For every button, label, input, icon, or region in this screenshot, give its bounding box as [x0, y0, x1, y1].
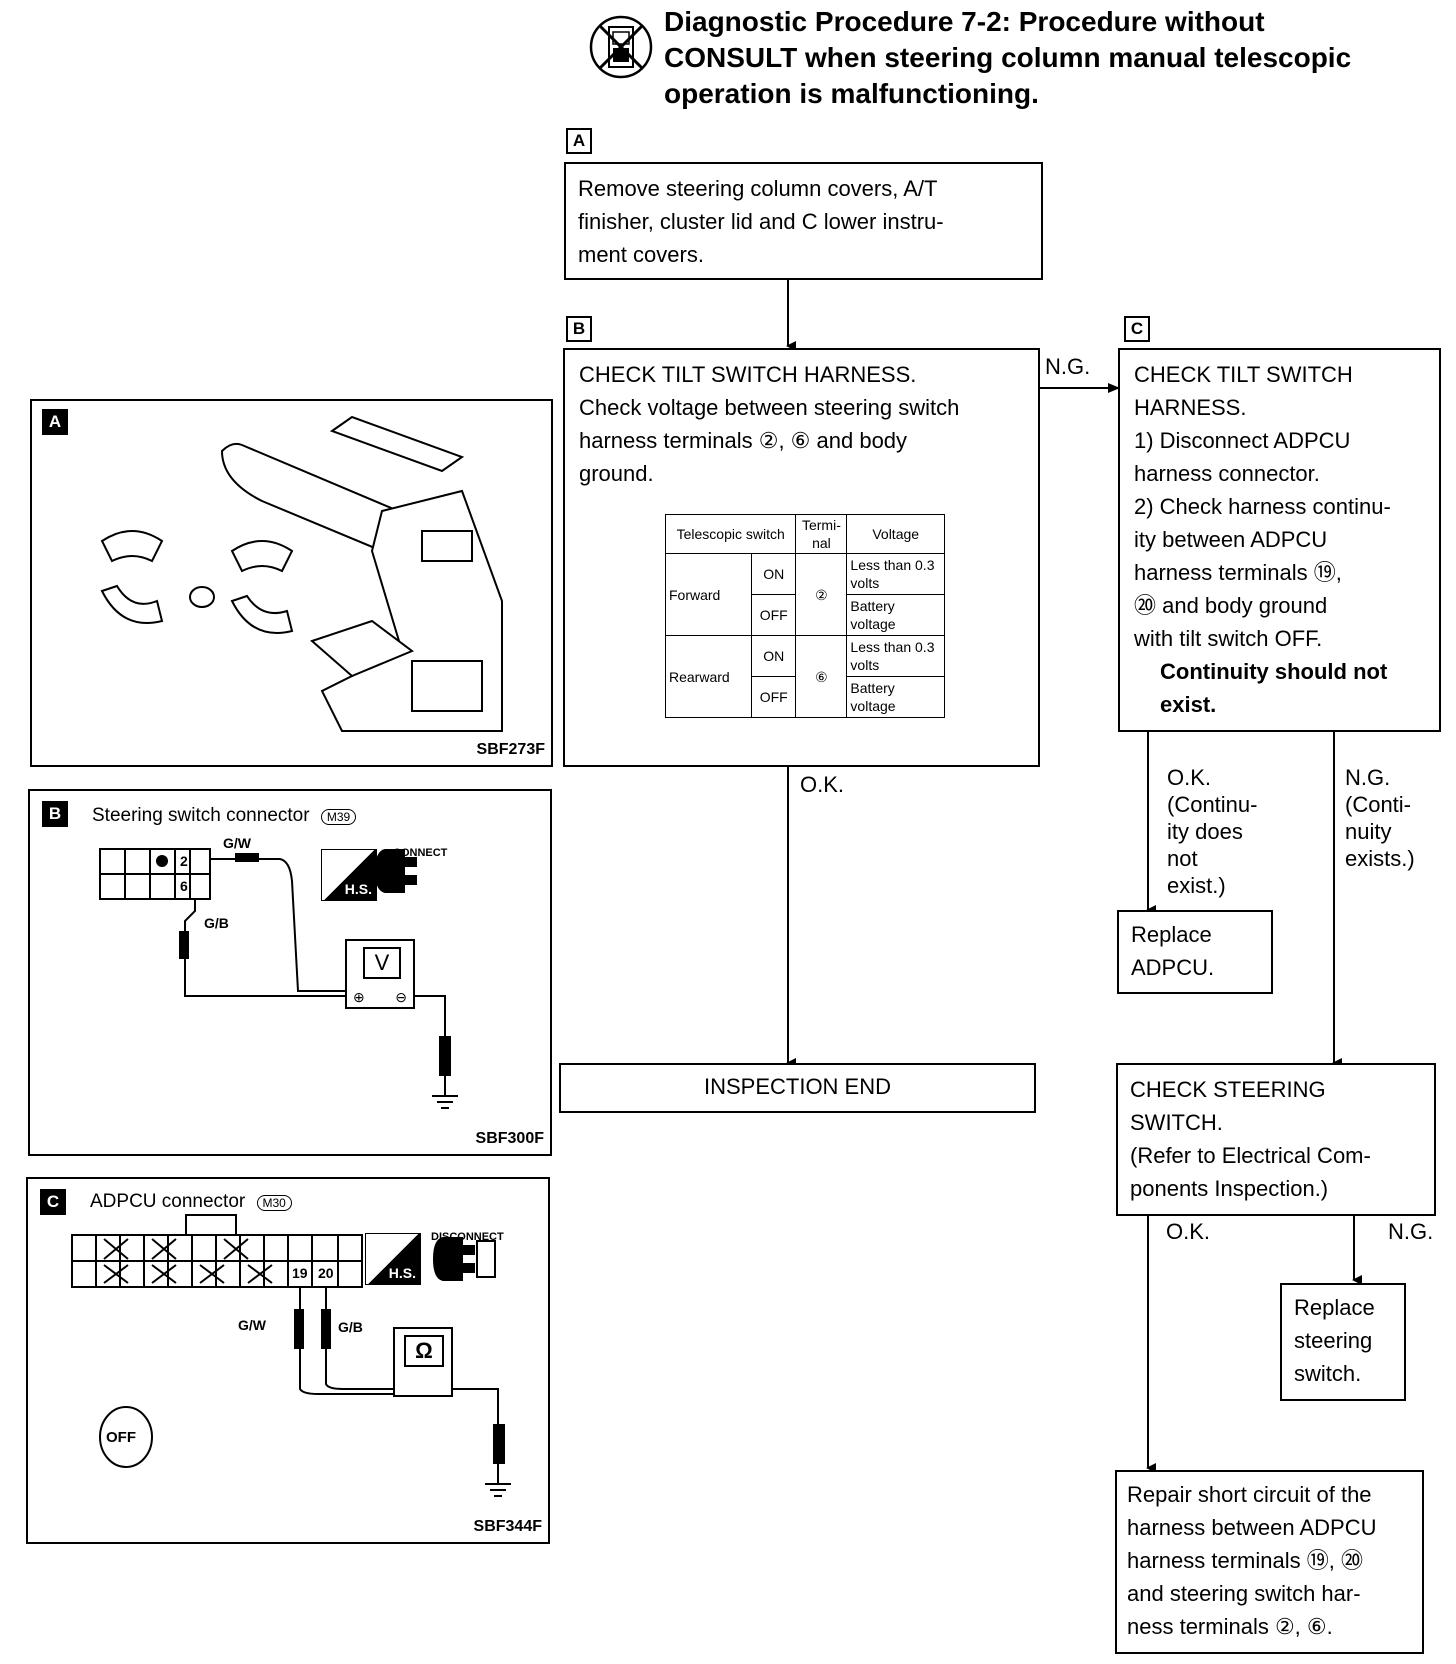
hs-icon-text: H.S. [344, 881, 372, 897]
step-a-marker: A [566, 128, 592, 154]
table-header-cell: Termi-nal [795, 514, 848, 554]
ohmmeter-symbol: Ω [404, 1335, 444, 1367]
pin-19-label: 19 [292, 1265, 308, 1281]
pin-6-label: 6 [180, 878, 188, 894]
ohmmeter: Ω [393, 1327, 453, 1397]
panel-a: A SBF273F [30, 399, 553, 767]
adpcu-wiring-diagram [71, 1214, 511, 1497]
table-cell-voltage: Less than 0.3 volts [846, 553, 945, 595]
table-row: Rearward ON ⑥ Less than 0.3 volts [665, 635, 945, 718]
positive-terminal-icon: ⊕ [353, 989, 365, 1005]
voltmeter-symbol: V [363, 947, 401, 979]
negative-terminal-icon: ⊖ [395, 989, 407, 1005]
table-cell-state: ON [750, 635, 797, 677]
table-cell-terminal: ② [795, 553, 848, 636]
title-line-3: operation is malfunctioning. [664, 78, 1039, 109]
table-cell-terminal: ⑥ [795, 635, 848, 718]
wire-gw-label: G/W [238, 1317, 266, 1333]
hs-icon: H.S. [365, 1233, 421, 1285]
repair-box: Repair short circuit of the harness betw… [1115, 1470, 1424, 1654]
connector-wiring-diagram [99, 848, 458, 1109]
exploded-view-illustration [100, 415, 503, 732]
replace-adpcu-box: Replace ADPCU. [1117, 910, 1273, 994]
wire-gw-label: G/W [223, 835, 251, 851]
connector-id-badge: M39 [320, 809, 357, 825]
table-header-cell: Telescopic switch [664, 514, 797, 554]
ignition-key-off-icon: OFF [106, 1429, 136, 1446]
label-ok-b: O.K. [800, 772, 845, 797]
wire-gb-label: G/B [338, 1319, 363, 1335]
wire-gb-label: G/B [204, 915, 229, 931]
page-title: Diagnostic Procedure 7-2: Procedure with… [664, 4, 1454, 112]
table-row: Forward ON ② Less than 0.3 volts [665, 553, 945, 636]
panel-c-caption: ADPCU connector M30 [90, 1191, 292, 1213]
title-line-1: Diagnostic Procedure 7-2: Procedure with… [664, 6, 1265, 37]
panel-c: C ADPCU connector M30 [26, 1177, 550, 1544]
panel-b: B Steering switch connector M39 2 6 G/ [28, 789, 552, 1156]
connector-id-badge: M30 [256, 1195, 292, 1211]
panel-b-caption: Steering switch connector M39 [92, 805, 357, 827]
panel-c-caption-text: ADPCU connector [90, 1191, 246, 1212]
panel-c-code: SBF344F [473, 1518, 542, 1535]
label-ng-check: N.G. [1388, 1219, 1434, 1244]
replace-switch-text: Replace steering switch. [1294, 1295, 1375, 1386]
table-cell-voltage: Battery voltage [846, 594, 945, 636]
replace-adpcu-text: Replace ADPCU. [1131, 922, 1215, 980]
inspection-end-text: INSPECTION END [703, 1074, 892, 1099]
no-consult-icon [588, 14, 654, 80]
table-cell-voltage: Battery voltage [846, 676, 945, 718]
panel-a-code: SBF273F [476, 741, 545, 758]
step-c-text: CHECK TILT SWITCH HARNESS. 1) Disconnect… [1134, 362, 1391, 651]
connect-label: CONNECT [393, 847, 448, 859]
pin-2-label: 2 [180, 853, 188, 869]
step-b-box: CHECK TILT SWITCH HARNESS. Check voltage… [563, 348, 1040, 767]
label-ok-check: O.K. [1166, 1219, 1211, 1244]
table-cell-group: Forward [665, 553, 752, 636]
table-header-row: Telescopic switch Termi-nal Voltage [664, 514, 945, 554]
step-a-box: Remove steering column covers, A/T finis… [564, 162, 1043, 280]
panel-b-caption-text: Steering switch connector [92, 805, 310, 826]
panel-a-marker: A [42, 409, 68, 435]
table-header-cell: Voltage [846, 514, 945, 554]
step-b-text: CHECK TILT SWITCH HARNESS. Check voltage… [579, 362, 960, 486]
step-b-marker: B [566, 316, 592, 342]
panel-c-marker: C [40, 1189, 66, 1215]
hs-icon: H.S. [321, 849, 377, 901]
table-cell-state: OFF [750, 594, 797, 636]
hs-icon-text: H.S. [388, 1265, 416, 1281]
panel-b-code: SBF300F [475, 1130, 544, 1147]
step-a-text: Remove steering column covers, A/T finis… [578, 176, 944, 267]
panel-b-marker: B [42, 801, 68, 827]
table-cell-group: Rearward [665, 635, 752, 718]
table-row: OFF Battery voltage [666, 676, 945, 718]
label-ok-c: O.K. (Continu- ity does not exist.) [1167, 765, 1258, 898]
check-steering-box: CHECK STEERING SWITCH. (Refer to Electri… [1116, 1063, 1436, 1216]
voltage-table: Telescopic switch Termi-nal Voltage Forw… [664, 514, 945, 718]
voltmeter: V ⊕ ⊖ [345, 939, 415, 1009]
title-line-2: CONSULT when steering column manual tele… [664, 42, 1352, 73]
inspection-end-box: INSPECTION END [559, 1063, 1036, 1113]
table-cell-voltage: Less than 0.3 volts [846, 635, 945, 677]
step-c-marker: C [1124, 316, 1150, 342]
repair-text: Repair short circuit of the harness betw… [1127, 1482, 1377, 1639]
label-ng-b-to-c: N.G. [1045, 354, 1091, 379]
table-cell-state: OFF [750, 676, 797, 718]
label-ng-c: N.G. (Conti- nuity exists.) [1345, 765, 1415, 871]
table-cell-state: ON [750, 553, 797, 595]
step-c-bold-text: Continuity should not exist. [1160, 659, 1388, 717]
disconnect-label: DISCONNECT [431, 1231, 504, 1243]
step-c-box: CHECK TILT SWITCH HARNESS. 1) Disconnect… [1118, 348, 1441, 732]
pin-20-label: 20 [318, 1265, 334, 1281]
replace-switch-box: Replace steering switch. [1280, 1283, 1406, 1401]
check-steering-text: CHECK STEERING SWITCH. (Refer to Electri… [1130, 1077, 1371, 1201]
